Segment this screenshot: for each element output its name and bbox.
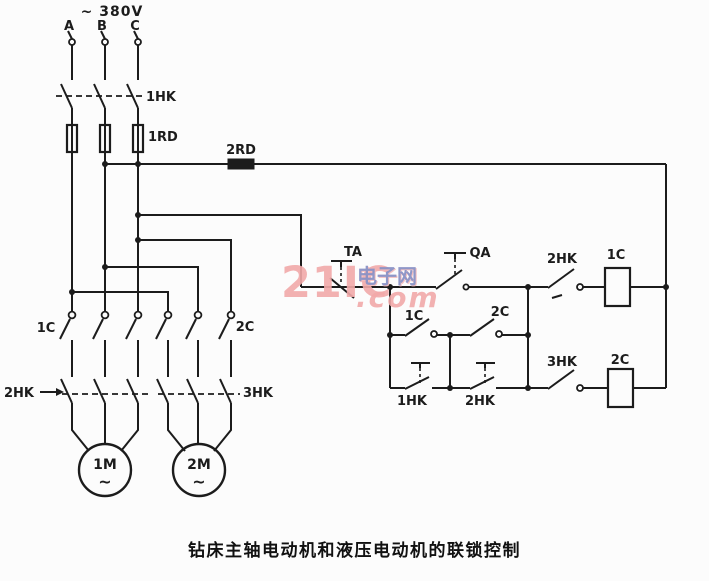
branch-c xyxy=(138,239,232,311)
switch-blade xyxy=(126,378,139,404)
selector-3hk-main: 3HK xyxy=(156,378,274,404)
coil-1c-body xyxy=(603,266,632,308)
motor-2m: 2M ~ xyxy=(171,442,227,498)
aux-contacts-row: 1C 2C xyxy=(390,305,528,338)
control-fuse-2rd: 2RD xyxy=(105,143,666,170)
start-button-label: QA xyxy=(469,246,490,261)
contact-blade xyxy=(547,369,575,390)
fuse-body xyxy=(65,123,79,154)
fuse-body xyxy=(131,123,145,154)
coil-1c-label: 1C xyxy=(607,248,626,263)
terminal-b xyxy=(101,38,109,46)
aux-3hk-and-coil-2c: 3HK 2C xyxy=(528,353,666,409)
branch-lines xyxy=(72,214,302,311)
fuse-body xyxy=(98,123,112,154)
mid-verticals xyxy=(71,340,232,377)
contactor-1c-main-contacts: 1C xyxy=(37,310,143,340)
voltage-label: ~ 380V xyxy=(81,4,144,20)
contact-blade xyxy=(218,318,230,340)
switch-blade xyxy=(60,378,73,404)
contact-blade xyxy=(547,268,575,289)
motor-1m: 1M ~ xyxy=(77,442,133,498)
terminal-a xyxy=(68,38,76,46)
contact-blade-2c xyxy=(469,318,495,337)
button-blade xyxy=(435,269,463,290)
contactor2-main-label: 2C xyxy=(236,320,255,335)
terminal-tick-c xyxy=(133,30,139,40)
switch-blade xyxy=(186,378,199,404)
motor1-ac-symbol: ~ xyxy=(98,472,111,491)
aux-3hk-label: 3HK xyxy=(547,355,578,370)
phase-a-label: A xyxy=(64,19,74,34)
selector2-label: 2HK xyxy=(4,386,35,401)
phase-terminals xyxy=(67,30,142,46)
main-switch-label: 1HK xyxy=(146,90,177,105)
branch-a xyxy=(72,291,169,311)
aux-2hk-label: 2HK xyxy=(547,252,578,267)
bottom-buttons-row: 1HK 2HK xyxy=(390,362,528,409)
phase-c-label: C xyxy=(130,19,140,34)
main-fuse-label: 1RD xyxy=(148,130,178,145)
motor2-label: 2M xyxy=(187,457,211,473)
label-arrowhead xyxy=(56,388,64,396)
switch-blade xyxy=(126,83,139,109)
contactor1-main-label: 1C xyxy=(37,321,56,336)
motor1-label: 1M xyxy=(93,457,117,473)
contact-tick xyxy=(551,294,563,299)
phase-wires xyxy=(71,45,139,311)
button2-label: 2HK xyxy=(465,394,496,409)
terminal-tick-b xyxy=(100,30,106,40)
terminal-tick-a xyxy=(67,30,73,40)
selector-2hk-main: 2HK xyxy=(4,378,149,404)
supply-labels: ~ 380V A B C xyxy=(64,4,144,34)
contact-blade xyxy=(185,318,197,340)
motor-circle xyxy=(77,442,133,498)
main-switch-1hk: 1HK xyxy=(56,83,177,109)
coil-2c-body xyxy=(606,367,635,409)
contact-blade xyxy=(92,318,104,340)
contact-terminal xyxy=(430,330,438,338)
stop-button-label: TA xyxy=(344,245,362,260)
stop-button-ta: TA xyxy=(301,245,390,299)
contact-blade xyxy=(155,318,167,340)
start-button-qa: QA xyxy=(390,246,548,291)
main-fuses-1rd: 1RD xyxy=(65,123,178,154)
watermark-brand: 21IC xyxy=(281,258,393,308)
motor-leads xyxy=(71,403,232,452)
watermark-site-name: 电子网 xyxy=(357,264,417,288)
motor-circle xyxy=(171,442,227,498)
aux-2c-label: 2C xyxy=(491,305,510,320)
switch-blade xyxy=(219,378,232,404)
contactor-2c-main-contacts: 2C xyxy=(155,310,255,340)
button1-label: 1HK xyxy=(397,394,428,409)
selector3-label: 3HK xyxy=(243,386,274,401)
button-blade xyxy=(329,277,355,299)
button-blade xyxy=(404,376,430,390)
watermark-domain: .com xyxy=(356,281,440,314)
junction-dots xyxy=(69,161,669,391)
contact-blade xyxy=(125,318,137,340)
aux-1c-label: 1C xyxy=(405,309,424,324)
fuse-body xyxy=(227,158,255,170)
contact-terminal xyxy=(576,384,584,392)
motor2-ac-symbol: ~ xyxy=(192,472,205,491)
contact-terminal xyxy=(495,330,503,338)
control-fuse-label: 2RD xyxy=(226,143,256,158)
button-blade xyxy=(469,376,495,390)
contact-blade-1c xyxy=(404,318,430,337)
terminal-c xyxy=(134,38,142,46)
aux-2hk-and-coil-1c: 2HK 1C xyxy=(547,248,666,308)
switch-blade xyxy=(156,378,169,404)
contact-terminal xyxy=(576,283,584,291)
branch-b xyxy=(105,266,199,311)
control-feed-left xyxy=(138,214,302,287)
contact-terminal xyxy=(462,283,470,291)
contact-blade xyxy=(59,318,71,340)
switch-blade xyxy=(93,378,106,404)
phase-b-label: B xyxy=(97,19,107,34)
diagram-caption: 钻床主轴电动机和液压电动机的联锁控制 xyxy=(188,541,521,561)
coil-2c-label: 2C xyxy=(611,353,630,368)
